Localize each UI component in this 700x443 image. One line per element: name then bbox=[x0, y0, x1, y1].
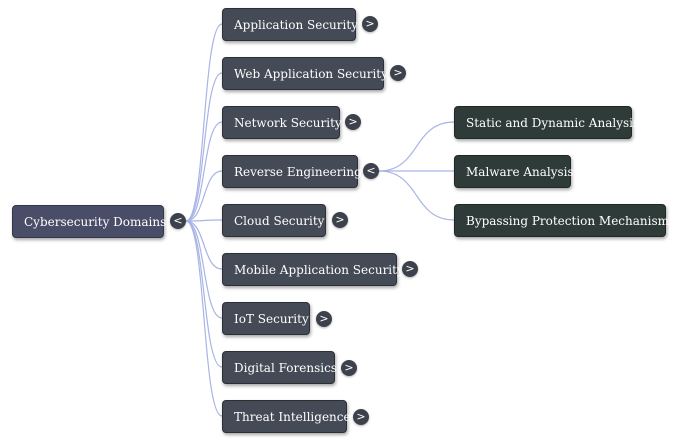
expand-toggle-iot-security[interactable]: > bbox=[316, 311, 332, 327]
node-application-security[interactable]: Application Security bbox=[222, 8, 358, 41]
connector-line-re-0 bbox=[378, 121, 455, 172]
node-network-security[interactable]: Network Security bbox=[222, 106, 342, 139]
connector-line-4 bbox=[185, 219, 223, 222]
root-collapse-toggle[interactable]: < bbox=[170, 213, 186, 229]
node-bypassing-protection-mechanisms[interactable]: Bypassing Protection Mechanisms bbox=[454, 204, 675, 237]
connector-line-2 bbox=[185, 121, 223, 222]
connector-line-8 bbox=[185, 220, 223, 417]
node-malware-analysis[interactable]: Malware Analysis bbox=[454, 155, 574, 188]
connector-line-0 bbox=[185, 23, 223, 222]
node-iot-security[interactable]: IoT Security bbox=[222, 302, 310, 335]
connector-line-1 bbox=[185, 72, 223, 222]
expand-toggle-application-security[interactable]: > bbox=[362, 16, 378, 32]
node-web-application-security[interactable]: Web Application Security bbox=[222, 57, 388, 90]
node-cloud-security[interactable]: Cloud Security bbox=[222, 204, 326, 237]
connector-line-6 bbox=[185, 220, 223, 319]
connector-line-5 bbox=[185, 220, 223, 270]
expand-toggle-cloud-security[interactable]: > bbox=[332, 212, 348, 228]
expand-toggle-web-application-security[interactable]: > bbox=[390, 65, 406, 81]
node-digital-forensics[interactable]: Digital Forensics bbox=[222, 351, 337, 384]
node-static-dynamic-analysis[interactable]: Static and Dynamic Analysis bbox=[454, 106, 639, 139]
connector-line-re-2 bbox=[378, 170, 455, 221]
root-node[interactable]: Cybersecurity Domains bbox=[12, 205, 166, 238]
node-threat-intelligence[interactable]: Threat Intelligence bbox=[222, 400, 351, 433]
expand-toggle-network-security[interactable]: > bbox=[345, 114, 361, 130]
connector-line-3 bbox=[185, 170, 223, 222]
expand-toggle-digital-forensics[interactable]: > bbox=[341, 360, 357, 376]
expand-toggle-mobile-application-security[interactable]: > bbox=[402, 261, 418, 277]
expand-toggle-threat-intelligence[interactable]: > bbox=[353, 409, 369, 425]
node-reverse-engineering[interactable]: Reverse Engineering bbox=[222, 155, 362, 188]
connector-line-7 bbox=[185, 220, 223, 368]
collapse-toggle-reverse-engineering[interactable]: < bbox=[363, 163, 379, 179]
node-mobile-application-security[interactable]: Mobile Application Security bbox=[222, 253, 404, 286]
